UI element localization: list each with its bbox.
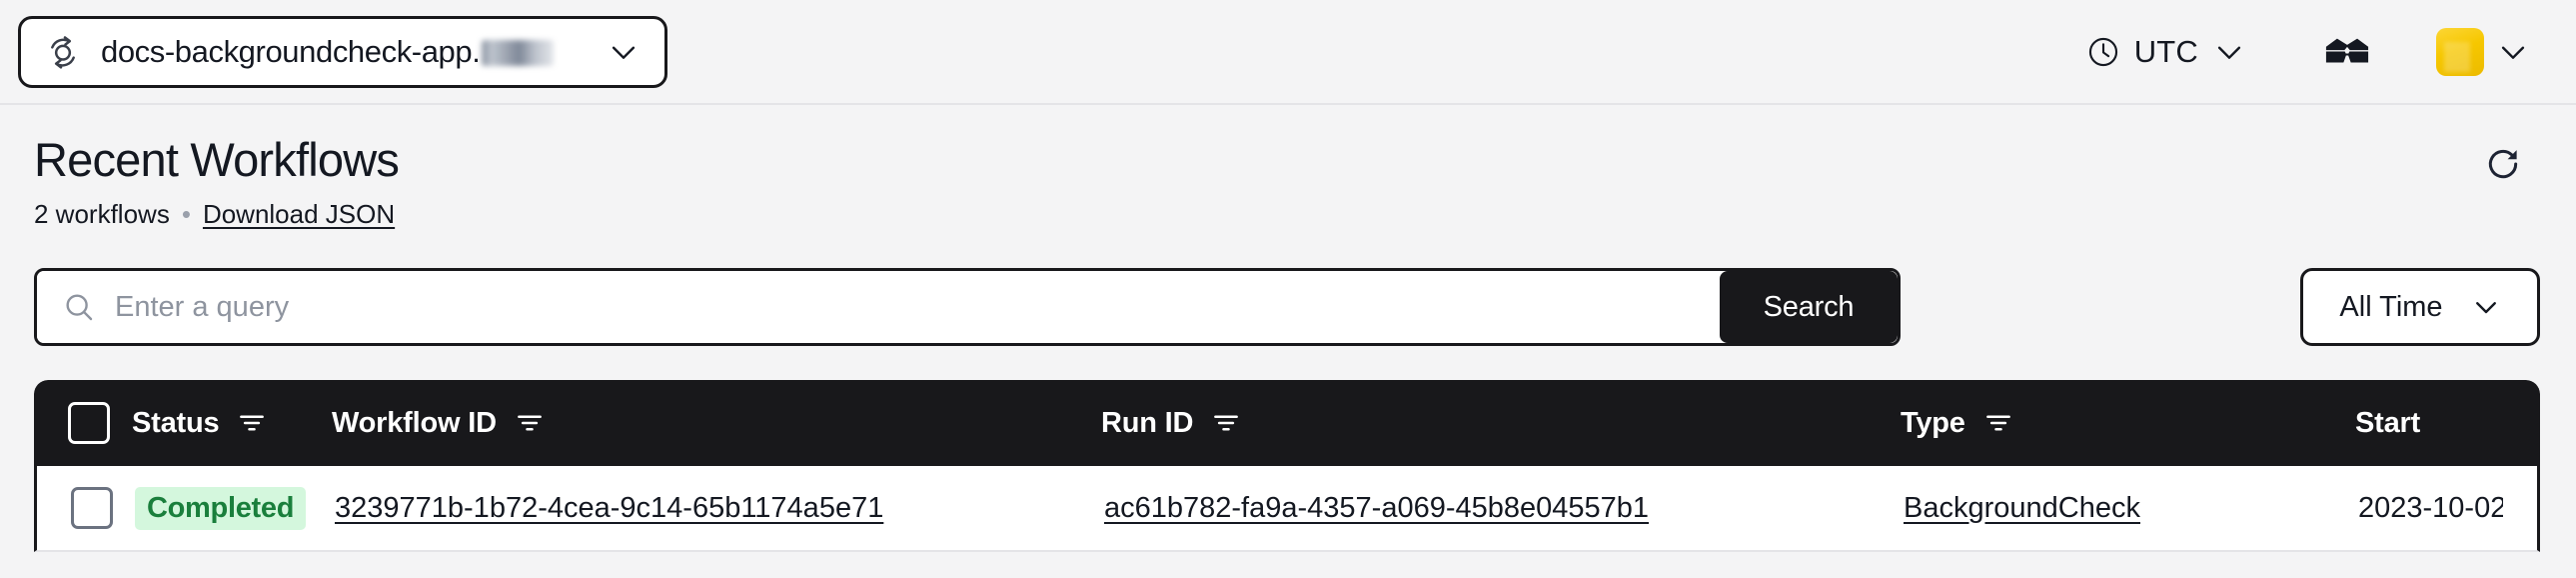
- top-bar: docs-backgroundcheck-app. UTC: [0, 0, 2576, 105]
- namespace-selector[interactable]: docs-backgroundcheck-app.: [18, 15, 667, 88]
- time-range-selector[interactable]: All Time: [2300, 268, 2540, 347]
- chevron-down-icon[interactable]: [2212, 35, 2246, 69]
- checkbox-unchecked-icon[interactable]: [71, 487, 113, 530]
- page-title: Recent Workflows: [34, 133, 400, 186]
- column-header-workflow-id[interactable]: Workflow ID: [332, 407, 1101, 440]
- cell-workflow-id: 3239771b-1b72-4cea-9c14-65b1174a5e71: [335, 492, 1104, 525]
- search-bar: Search: [34, 268, 1901, 347]
- main-content: Recent Workflows 2 workflows • Download …: [0, 105, 2576, 553]
- search-button[interactable]: Search: [1720, 271, 1898, 344]
- redacted-namespace-suffix: [482, 39, 555, 66]
- table-row[interactable]: Completed 3239771b-1b72-4cea-9c14-65b117…: [34, 466, 2540, 553]
- column-label-status: Status: [132, 406, 220, 439]
- avatar: [2436, 27, 2484, 76]
- cell-run-id: ac61b782-fa9a-4357-a069-45b8e04557b1: [1104, 492, 1904, 525]
- column-label-start: Start: [2355, 406, 2421, 439]
- column-header-start[interactable]: Start: [2355, 407, 2506, 440]
- workflow-type-link[interactable]: BackgroundCheck: [1904, 491, 2140, 524]
- column-header-type[interactable]: Type: [1901, 407, 2355, 440]
- timezone-selector[interactable]: UTC: [2076, 26, 2256, 78]
- separator-dot: •: [181, 199, 191, 230]
- clock-icon: [2086, 35, 2120, 69]
- chevron-down-icon[interactable]: [2496, 35, 2530, 69]
- column-label-run-id: Run ID: [1101, 406, 1194, 439]
- chevron-down-icon[interactable]: [607, 35, 641, 69]
- filter-icon[interactable]: [237, 408, 267, 438]
- workflows-table: Status Workflow ID: [34, 380, 2540, 553]
- search-icon: [63, 291, 95, 323]
- column-header-status[interactable]: Status: [132, 407, 332, 440]
- labs-glasses-button[interactable]: [2308, 23, 2386, 81]
- filter-icon[interactable]: [1211, 408, 1241, 438]
- checkbox-unchecked-icon[interactable]: [68, 402, 110, 445]
- table-header-row: Status Workflow ID: [34, 380, 2540, 467]
- filter-icon[interactable]: [515, 408, 545, 438]
- search-row: Search All Time: [34, 268, 2540, 347]
- workflow-count: 2 workflows: [34, 199, 170, 230]
- cell-status: Completed: [135, 486, 335, 530]
- column-label-workflow-id: Workflow ID: [332, 406, 497, 439]
- namespace-label: docs-backgroundcheck-app.: [101, 34, 555, 70]
- 3d-glasses-icon: [2324, 37, 2370, 67]
- cell-type: BackgroundCheck: [1904, 492, 2358, 525]
- timezone-label: UTC: [2133, 33, 2198, 69]
- time-range-label: All Time: [2339, 290, 2443, 323]
- row-checkbox-cell: [71, 487, 135, 530]
- cell-start: 2023-10-02 UT: [2358, 491, 2503, 524]
- run-id-link[interactable]: ac61b782-fa9a-4357-a069-45b8e04557b1: [1104, 491, 1650, 524]
- column-header-run-id[interactable]: Run ID: [1101, 407, 1901, 440]
- temporal-circle-arrow-icon: [43, 32, 83, 72]
- search-field[interactable]: [37, 271, 1720, 344]
- filter-icon[interactable]: [1983, 408, 2013, 438]
- top-bar-right-controls: UTC: [2076, 0, 2530, 103]
- search-input[interactable]: [115, 290, 1694, 324]
- workflow-id-link[interactable]: 3239771b-1b72-4cea-9c14-65b1174a5e71: [335, 491, 884, 524]
- status-badge: Completed: [135, 486, 307, 530]
- refresh-icon: [2484, 145, 2522, 183]
- chevron-down-icon[interactable]: [2471, 292, 2501, 322]
- select-all-cell: [68, 402, 132, 445]
- refresh-button[interactable]: [2472, 133, 2534, 195]
- user-menu-button[interactable]: [2436, 27, 2530, 76]
- column-label-type: Type: [1901, 406, 1965, 439]
- workflow-summary-line: 2 workflows • Download JSON: [34, 199, 2540, 230]
- download-json-link[interactable]: Download JSON: [202, 199, 396, 230]
